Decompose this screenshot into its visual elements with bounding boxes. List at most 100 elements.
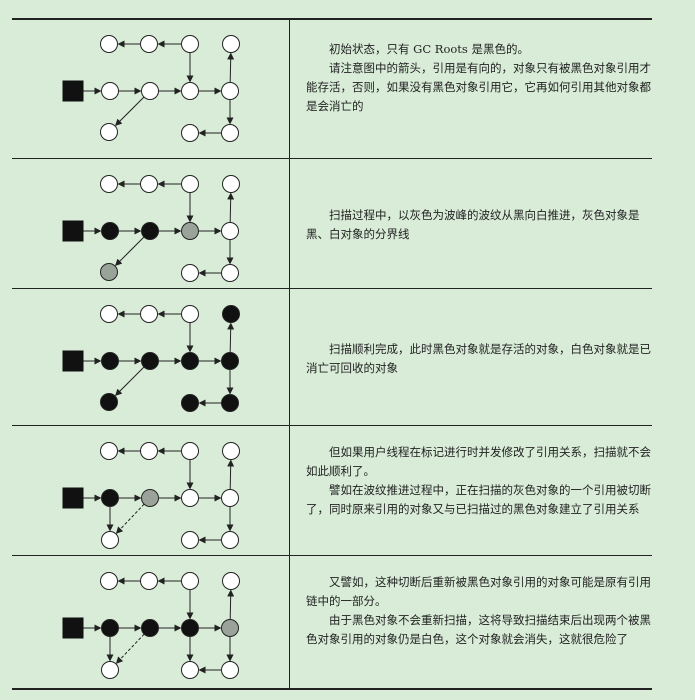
white-object-node <box>140 442 158 460</box>
white-object-node <box>222 442 240 460</box>
desc-paragraph: 由于黑色对象不会重新扫描，这将导致扫描结束后出现两个被黑色对象引用的对象仍是白色… <box>306 613 651 646</box>
black-object-node <box>222 305 240 323</box>
white-object-node <box>181 442 199 460</box>
description: 扫描顺利完成，此时黑色对象就是存活的对象，白色对象就是已消亡可回收的对象 <box>306 340 656 378</box>
dashed-reference-arrow <box>115 503 145 534</box>
desc-paragraph: 请注意图中的箭头，引用是有向的，对象只有被黑色对象引用才能存活，否则，如果没有黑… <box>306 61 651 113</box>
gray-object-node <box>100 263 118 281</box>
reference-arrow <box>115 236 145 266</box>
gc-roots-node <box>62 617 84 639</box>
white-object-node <box>101 82 119 100</box>
black-object-node <box>181 619 199 637</box>
column-divider <box>289 18 290 690</box>
reference-arrow <box>227 322 235 353</box>
black-object-node <box>221 394 239 412</box>
white-object-node <box>221 82 239 100</box>
reference-arrow <box>227 192 235 223</box>
white-object-node <box>222 175 240 193</box>
reference-arrow <box>227 52 235 83</box>
row-divider <box>12 288 652 289</box>
white-object-node <box>222 572 240 590</box>
table-row: 扫描过程中，以灰色为波峰的波纹从黑向白推进，灰色对象是黑、白对象的分界线 <box>12 158 652 288</box>
black-object-node <box>101 352 119 370</box>
table-row: 初始状态，只有 GC Roots 是黑色的。 请注意图中的箭头，引用是有向的，对… <box>12 18 652 158</box>
diagram-scanning <box>12 158 289 288</box>
white-object-node <box>181 264 199 282</box>
gc-marking-table: 初始状态，只有 GC Roots 是黑色的。 请注意图中的箭头，引用是有向的，对… <box>12 18 652 690</box>
diagram-scan-complete <box>12 288 289 425</box>
gray-object-node <box>181 222 199 240</box>
black-object-node <box>141 619 159 637</box>
row-divider <box>12 425 652 426</box>
white-object-node <box>140 572 158 590</box>
white-object-node <box>140 35 158 53</box>
white-object-node <box>221 264 239 282</box>
white-object-node <box>221 124 239 142</box>
table-bottom-rule <box>12 688 652 690</box>
white-object-node <box>100 175 118 193</box>
desc-paragraph: 又譬如，这种切断后重新被黑色对象引用的对象可能是原有引用链中的一部分。 <box>306 575 651 608</box>
desc-paragraph: 但如果用户线程在标记进行时并发修改了引用关系，扫描就不会如此顺利了。 <box>306 445 651 478</box>
black-object-node <box>141 222 159 240</box>
gray-object-node <box>221 619 239 637</box>
row-divider <box>12 555 652 556</box>
reference-arrow <box>115 366 145 396</box>
white-object-node <box>221 531 239 549</box>
desc-paragraph: 譬如在波纹推进过程中，正在扫描的灰色对象的一个引用被切断了，同时原来引用的对象又… <box>306 483 651 516</box>
description: 扫描过程中，以灰色为波峰的波纹从黑向白推进，灰色对象是黑、白对象的分界线 <box>306 206 656 244</box>
white-object-node <box>140 175 158 193</box>
gc-roots-node <box>62 220 84 242</box>
table-top-rule <box>12 18 652 20</box>
white-object-node <box>141 82 159 100</box>
white-object-node <box>181 489 199 507</box>
desc-paragraph: 扫描顺利完成，此时黑色对象就是存活的对象，白色对象就是已消亡可回收的对象 <box>306 342 651 375</box>
black-object-node <box>101 489 119 507</box>
gray-object-node <box>141 489 159 507</box>
white-object-node <box>181 35 199 53</box>
table-row: 扫描顺利完成，此时黑色对象就是存活的对象，白色对象就是已消亡可回收的对象 <box>12 288 652 425</box>
diagram-initial-state <box>12 18 289 158</box>
white-object-node <box>181 531 199 549</box>
object-graph <box>62 572 240 679</box>
object-graph <box>62 305 240 412</box>
white-object-node <box>221 661 239 679</box>
desc-paragraph: 初始状态，只有 GC Roots 是黑色的。 <box>329 42 529 56</box>
white-object-node <box>222 35 240 53</box>
gc-roots-node <box>62 80 84 102</box>
black-object-node <box>141 352 159 370</box>
white-object-node <box>181 124 199 142</box>
table-row: 又譬如，这种切断后重新被黑色对象引用的对象可能是原有引用链中的一部分。 由于黑色… <box>12 555 652 688</box>
object-graph <box>62 35 240 142</box>
black-object-node <box>221 352 239 370</box>
white-object-node <box>221 489 239 507</box>
white-object-node <box>100 35 118 53</box>
white-object-node <box>181 175 199 193</box>
black-object-node <box>181 352 199 370</box>
white-object-node <box>181 572 199 590</box>
white-object-node <box>181 82 199 100</box>
description: 但如果用户线程在标记进行时并发修改了引用关系，扫描就不会如此顺利了。 譬如在波纹… <box>306 443 656 519</box>
description: 初始状态，只有 GC Roots 是黑色的。 请注意图中的箭头，引用是有向的，对… <box>306 40 656 116</box>
reference-arrow <box>227 459 235 490</box>
desc-paragraph: 扫描过程中，以灰色为波峰的波纹从黑向白推进，灰色对象是黑、白对象的分界线 <box>306 208 640 241</box>
black-object-node <box>101 222 119 240</box>
black-object-node <box>100 393 118 411</box>
diagram-reference-cut <box>12 425 289 555</box>
white-object-node <box>101 531 119 549</box>
object-graph <box>62 175 240 282</box>
white-object-node <box>100 442 118 460</box>
reference-arrow <box>115 96 145 126</box>
white-object-node <box>100 305 118 323</box>
white-object-node <box>140 305 158 323</box>
gc-roots-node <box>62 350 84 372</box>
dashed-reference-arrow <box>115 633 145 664</box>
reference-arrow <box>227 589 235 620</box>
white-object-node <box>181 305 199 323</box>
white-object-node <box>100 123 118 141</box>
black-object-node <box>101 619 119 637</box>
row-divider <box>12 158 652 159</box>
table-row: 但如果用户线程在标记进行时并发修改了引用关系，扫描就不会如此顺利了。 譬如在波纹… <box>12 425 652 555</box>
black-object-node <box>181 394 199 412</box>
white-object-node <box>181 661 199 679</box>
white-object-node <box>221 222 239 240</box>
